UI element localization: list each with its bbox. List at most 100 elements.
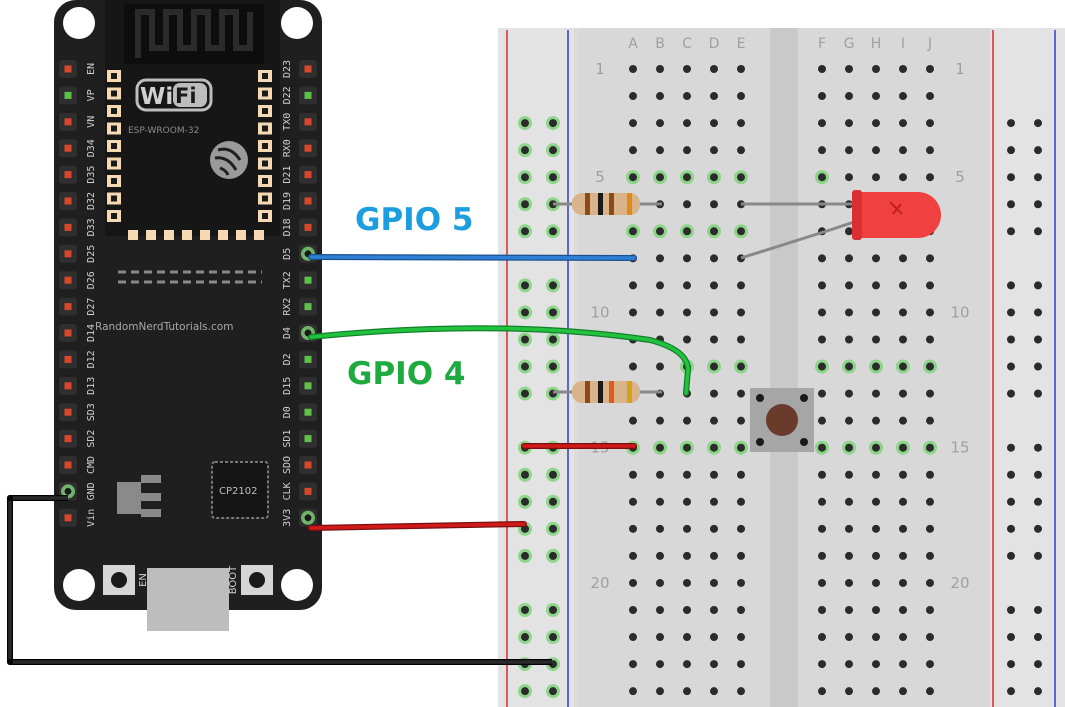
- breadboard-hole: [629, 308, 637, 317]
- breadboard-hole: [818, 335, 826, 344]
- pin-label: CMD: [86, 456, 97, 474]
- breadboard-hole: [926, 362, 934, 371]
- breadboard-hole: [737, 92, 745, 101]
- breadboard-hole: [683, 470, 691, 479]
- breadboard-hole: [656, 443, 664, 452]
- breadboard-hole: [521, 119, 529, 128]
- breadboard-hole: [818, 173, 826, 182]
- pin-label: D33: [86, 218, 97, 236]
- breadboard-hole: [1007, 308, 1015, 317]
- breadboard-hole: [845, 497, 853, 506]
- breadboard-hole: [683, 524, 691, 533]
- breadboard-hole: [1034, 470, 1042, 479]
- breadboard-hole: [683, 92, 691, 101]
- breadboard-hole: [872, 362, 880, 371]
- pin-label: RX0: [282, 139, 293, 157]
- breadboard-hole: [899, 660, 907, 669]
- breadboard-hole: [926, 119, 934, 128]
- breadboard-hole: [710, 416, 718, 425]
- breadboard-hole: [710, 497, 718, 506]
- pin-label: D18: [282, 218, 293, 236]
- breadboard-hole: [1034, 687, 1042, 696]
- breadboard-hole: [845, 687, 853, 696]
- breadboard-hole: [872, 416, 880, 425]
- breadboard-hole: [629, 281, 637, 290]
- row-label: 20: [590, 574, 609, 592]
- pin-label: D35: [86, 166, 97, 184]
- column-label: F: [818, 36, 826, 52]
- breadboard-hole: [1007, 687, 1015, 696]
- breadboard-hole: [1034, 200, 1042, 209]
- breadboard-hole: [683, 146, 691, 155]
- pin-d13: [64, 382, 72, 390]
- breadboard-hole: [872, 119, 880, 128]
- breadboard-hole: [656, 551, 664, 560]
- breadboard-hole: [737, 173, 745, 182]
- pin-en: [64, 65, 72, 73]
- breadboard-hole: [899, 524, 907, 533]
- breadboard-hole: [845, 362, 853, 371]
- breadboard-hole: [845, 660, 853, 669]
- breadboard-hole: [683, 335, 691, 344]
- module-pad: [146, 230, 156, 240]
- breadboard-hole: [683, 551, 691, 560]
- mounting-hole: [281, 7, 313, 39]
- module-pad: [164, 230, 174, 240]
- breadboard-hole: [1007, 497, 1015, 506]
- breadboard-hole: [845, 524, 853, 533]
- breadboard-hole: [629, 524, 637, 533]
- breadboard-hole: [629, 551, 637, 560]
- pin-d34: [64, 144, 72, 152]
- breadboard-hole: [926, 281, 934, 290]
- breadboard-hole: [1007, 443, 1015, 452]
- breadboard-hole: [737, 443, 745, 452]
- breadboard-hole: [818, 254, 826, 263]
- breadboard-hole: [1034, 524, 1042, 533]
- pin-label: D14: [86, 324, 97, 342]
- breadboard-hole: [1034, 389, 1042, 398]
- breadboard-hole: [818, 524, 826, 533]
- breadboard-hole: [872, 497, 880, 506]
- pin-d0: [304, 408, 312, 416]
- breadboard-hole: [845, 335, 853, 344]
- module-label: ESP-WROOM-32: [128, 126, 199, 136]
- breadboard-hole: [710, 254, 718, 263]
- breadboard-hole: [845, 281, 853, 290]
- column-label: D: [709, 36, 720, 52]
- breadboard-hole: [683, 416, 691, 425]
- breadboard-hole: [1034, 443, 1042, 452]
- breadboard-hole: [872, 633, 880, 642]
- breadboard-hole: [845, 92, 853, 101]
- breadboard-hole: [656, 687, 664, 696]
- pin-label: D12: [86, 350, 97, 368]
- breadboard-hole: [521, 687, 529, 696]
- en-button-label: EN: [138, 573, 149, 587]
- breadboard-hole: [521, 281, 529, 290]
- breadboard-hole: [683, 308, 691, 317]
- breadboard-hole: [549, 335, 557, 344]
- breadboard-hole: [710, 308, 718, 317]
- breadboard-hole: [845, 389, 853, 398]
- breadboard-hole: [710, 687, 718, 696]
- breadboard-hole: [521, 173, 529, 182]
- breadboard-hole: [872, 335, 880, 344]
- breadboard-hole: [656, 497, 664, 506]
- pin-label: SDO: [282, 456, 293, 474]
- breadboard-hole: [899, 687, 907, 696]
- breadboard-hole: [521, 200, 529, 209]
- breadboard-hole: [710, 335, 718, 344]
- pin-label: 3V3: [282, 509, 293, 527]
- breadboard-hole: [549, 497, 557, 506]
- breadboard-hole: [710, 119, 718, 128]
- pin-label: D32: [86, 192, 97, 210]
- breadboard-hole: [872, 578, 880, 587]
- breadboard-hole: [737, 308, 745, 317]
- breadboard-hole: [899, 633, 907, 642]
- pin-label: D13: [86, 377, 97, 395]
- breadboard-hole: [1007, 173, 1015, 182]
- breadboard-hole: [872, 173, 880, 182]
- breadboard-hole: [656, 227, 664, 236]
- breadboard-hole: [899, 335, 907, 344]
- breadboard-hole: [683, 443, 691, 452]
